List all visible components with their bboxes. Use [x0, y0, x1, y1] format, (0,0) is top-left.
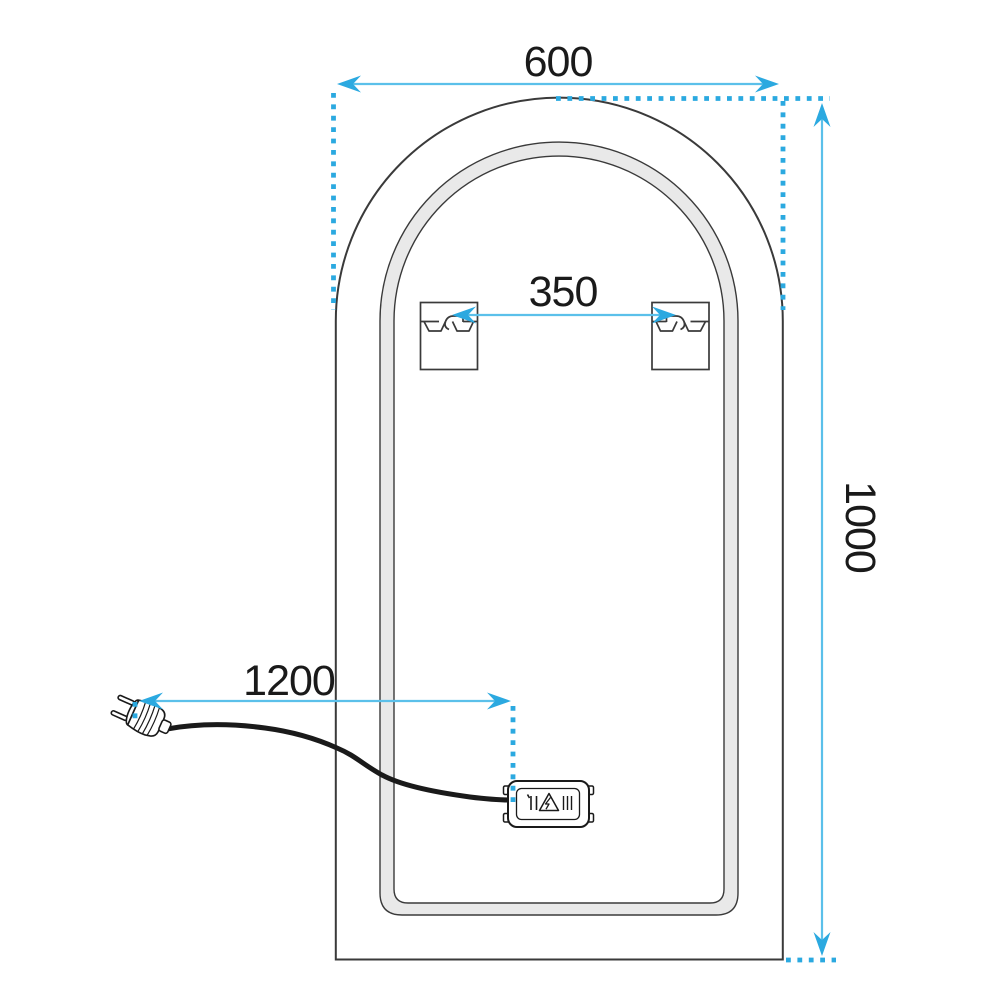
dimension-height: 1000 — [786, 103, 884, 963]
cable-length-dimension-label: 1200 — [243, 657, 335, 705]
mount-spacing-dimension-label: 350 — [529, 268, 598, 316]
led-driver-box-icon — [502, 780, 595, 828]
class-marking-bars-right — [562, 796, 573, 810]
mirror-body — [334, 96, 784, 961]
power-cable — [164, 722, 513, 803]
height-dimension-label: 1000 — [836, 481, 884, 573]
dimension-width: 600 — [331, 38, 830, 310]
electric-shock-warning-icon — [538, 792, 560, 812]
class-marking-bars-left — [526, 794, 538, 810]
width-dimension-label: 600 — [524, 38, 593, 86]
dimension-cable-length: 1200 — [132, 657, 516, 802]
dimension-mount-spacing: 350 — [452, 268, 676, 324]
power-plug-icon — [110, 694, 172, 737]
